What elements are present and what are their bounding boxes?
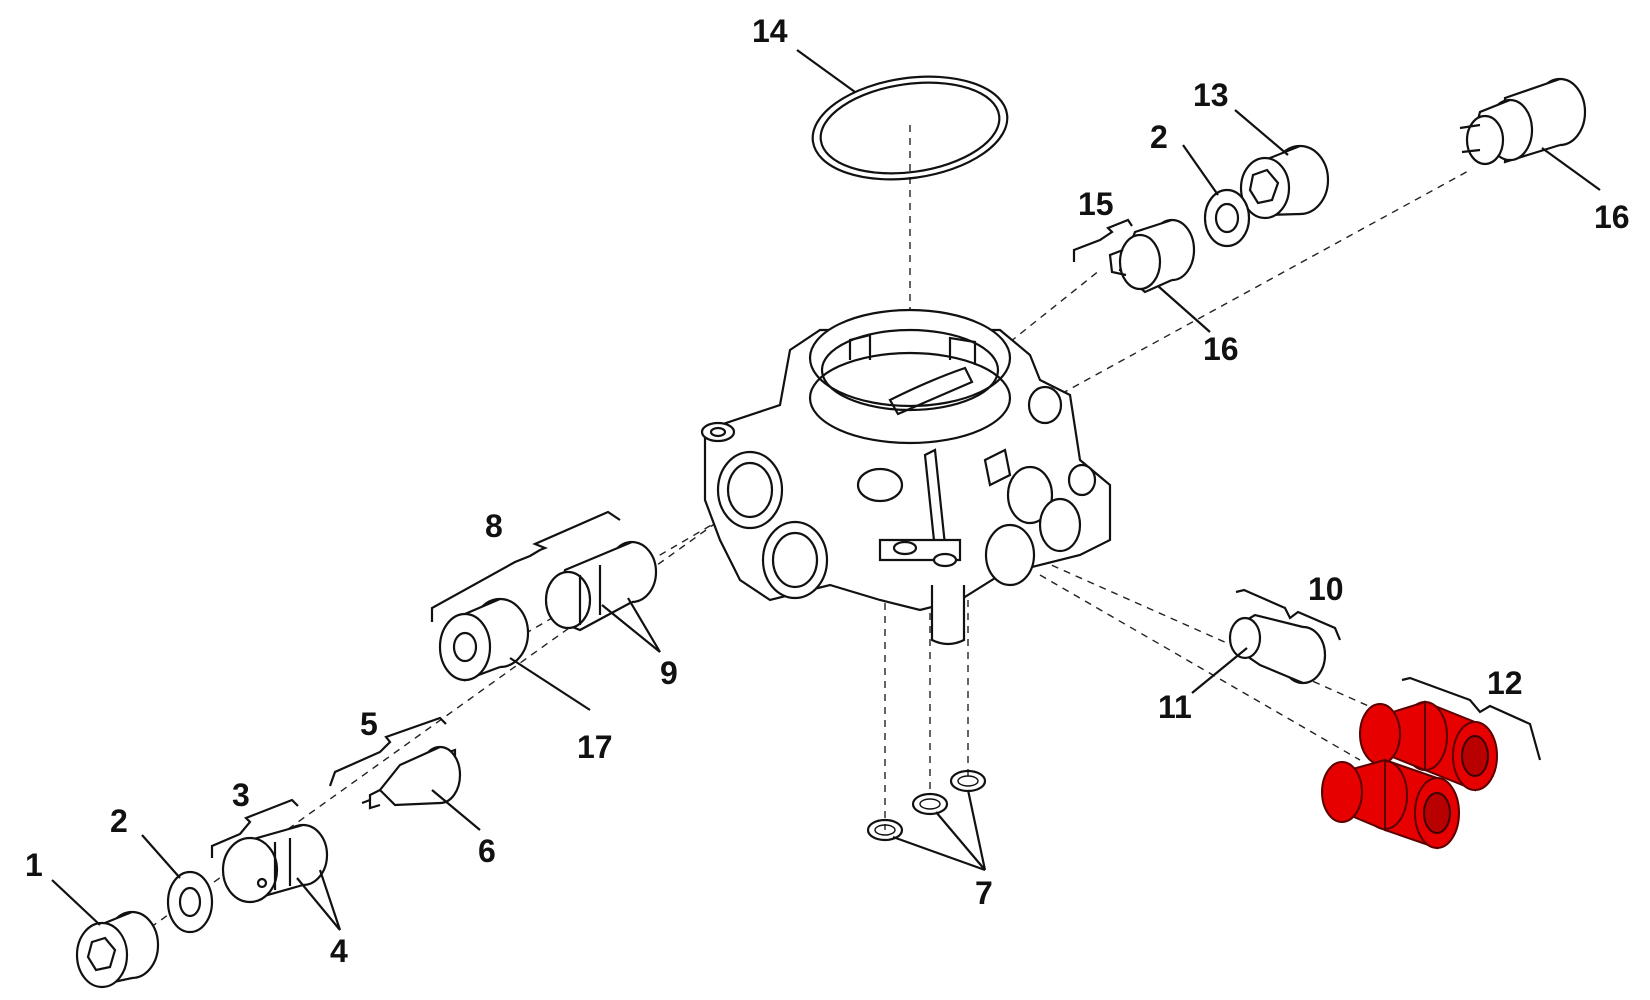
callout-11: 11 [1158,689,1192,725]
callout-7: 7 [975,875,993,911]
valve-stem-part-6 [361,745,462,810]
callout-2-lower: 2 [110,803,128,839]
callout-12: 12 [1487,665,1523,701]
callout-2-upper: 2 [1150,119,1168,155]
plug-part-13 [1239,144,1330,220]
plug-part-17 [438,597,530,682]
leader-lines [51,49,1601,931]
valve-body [700,308,1112,646]
fitting-part-11 [1228,613,1327,685]
callout-15: 15 [1078,186,1114,222]
callout-9: 9 [660,655,678,691]
callout-16-lower: 16 [1203,331,1239,367]
callout-14: 14 [752,13,788,49]
callout-6: 6 [478,833,496,869]
group-brackets [210,218,1542,858]
valve-cartridge-part-16-upper [1459,77,1587,166]
valve-cartridge-part-9 [544,540,658,632]
washer-part-2-upper [1203,188,1251,248]
callout-8: 8 [485,508,503,544]
callout-5: 5 [360,706,378,742]
callout-16-upper: 16 [1594,199,1630,235]
valve-cartridge-part-15 [1108,218,1196,294]
callout-3: 3 [232,777,250,813]
callout-4: 4 [330,933,348,969]
callout-17: 17 [577,729,613,765]
o-ring-part-14 [811,75,1009,181]
callout-10: 10 [1308,571,1344,607]
callout-13: 13 [1193,77,1229,113]
highlighted-part-12 [1321,700,1498,850]
callout-labels: 14 2 13 16 15 16 8 9 17 5 6 3 4 2 1 7 10… [25,13,1630,969]
valve-cartridge-part-3 [221,823,329,904]
red-fitting-lower [1321,758,1460,850]
red-fitting-upper [1359,700,1498,792]
plug-part-1 [75,910,160,989]
washer-part-2-lower [166,870,214,934]
callout-1: 1 [25,847,43,883]
